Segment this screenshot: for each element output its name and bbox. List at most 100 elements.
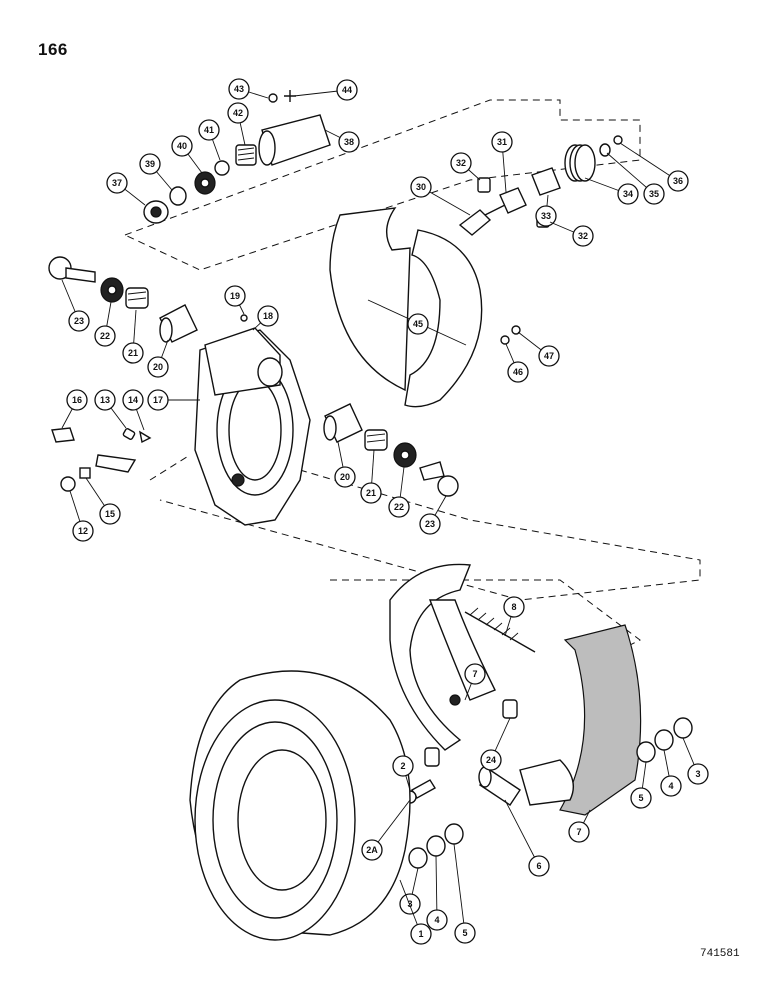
callout-34: 34	[617, 183, 639, 205]
callout-bubble	[660, 775, 682, 797]
callout-16: 16	[66, 389, 88, 411]
callout-32: 32	[572, 225, 594, 247]
callout-bubble	[503, 596, 525, 618]
block-32-upper	[477, 177, 491, 193]
callout-leader	[619, 142, 679, 182]
callout-13: 13	[94, 389, 116, 411]
callout-7: 7	[464, 663, 486, 685]
dust-shield-45	[329, 207, 483, 408]
callout-label: 47	[544, 351, 554, 361]
callout-label: 31	[497, 137, 507, 147]
callout-8: 8	[503, 596, 525, 618]
callout-2: 2	[392, 755, 414, 777]
washer-3-left	[408, 847, 428, 869]
spring-42	[235, 144, 257, 166]
callout-label: 41	[204, 125, 214, 135]
callout-bubble	[464, 663, 486, 685]
callout-label: 21	[128, 348, 138, 358]
ring-39	[169, 186, 187, 206]
callout-bubble	[480, 749, 502, 771]
callout-label: 36	[673, 176, 683, 186]
ball-43	[268, 93, 278, 103]
callout-label: 20	[153, 362, 163, 372]
callout-30: 30	[410, 176, 432, 198]
callout-44: 44	[336, 79, 358, 101]
callout-bubble	[507, 361, 529, 383]
callout-45: 45	[407, 313, 429, 335]
page-number: 166	[38, 40, 68, 59]
adjuster-23-upper	[48, 256, 96, 283]
callout-bubble	[454, 922, 476, 944]
callout-23: 23	[68, 310, 90, 332]
callout-bubble	[68, 310, 90, 332]
callout-label: 43	[234, 84, 244, 94]
callout-label: 46	[513, 367, 523, 377]
callout-label: 4	[434, 915, 439, 925]
callout-21: 21	[360, 482, 382, 504]
callout-bubble	[228, 78, 250, 100]
brake-drum-1	[189, 670, 411, 941]
callout-22: 22	[388, 496, 410, 518]
callout-label: 15	[105, 509, 115, 519]
clip-16-a	[51, 427, 75, 443]
spring-21-lower	[364, 429, 388, 451]
callout-label: 23	[74, 316, 84, 326]
callout-bubble	[122, 389, 144, 411]
callout-22: 22	[94, 325, 116, 347]
guide-33	[531, 167, 561, 196]
callout-bubble	[667, 170, 689, 192]
callout-7: 7	[568, 821, 590, 843]
cone-14	[139, 430, 152, 444]
washer-4-right	[654, 729, 674, 751]
callout-label: 35	[649, 189, 659, 199]
callout-3: 3	[399, 893, 421, 915]
callout-label: 34	[623, 189, 633, 199]
callout-label: 4	[668, 781, 673, 791]
callout-14: 14	[122, 389, 144, 411]
washer-5-right	[636, 741, 656, 763]
seal-22-lower	[393, 442, 417, 468]
callout-bubble	[147, 356, 169, 378]
callout-label: 33	[541, 211, 551, 221]
callout-bubble	[334, 466, 356, 488]
bushing-24-a	[502, 699, 518, 719]
callout-12: 12	[72, 520, 94, 542]
callout-label: 24	[486, 755, 496, 765]
callout-bubble	[338, 131, 360, 153]
callout-bubble	[336, 79, 358, 101]
brake-shoe-left-7	[389, 563, 496, 751]
callout-5: 5	[630, 787, 652, 809]
callout-bubble	[450, 152, 472, 174]
callout-label: 18	[263, 311, 273, 321]
callout-bubble	[122, 342, 144, 364]
callout-label: 2	[400, 761, 405, 771]
callout-bubble	[407, 313, 429, 335]
callout-label: 42	[233, 108, 243, 118]
adjuster-23-lower	[419, 461, 459, 497]
upper-group-outline	[123, 99, 641, 271]
callout-label: 32	[456, 158, 466, 168]
callout-5: 5	[454, 922, 476, 944]
callout-bubble	[139, 153, 161, 175]
callout-bubble	[491, 131, 513, 153]
spring-21-upper	[125, 287, 149, 309]
spring-8	[464, 607, 536, 653]
bracket-31	[499, 187, 527, 214]
callout-label: 22	[100, 331, 110, 341]
callout-label: 32	[578, 231, 588, 241]
callout-label: 44	[342, 85, 352, 95]
clip-16-b	[95, 454, 137, 473]
callout-bubble	[106, 172, 128, 194]
callout-label: 16	[72, 395, 82, 405]
callout-17: 17	[147, 389, 169, 411]
callout-bubble	[630, 787, 652, 809]
callout-label: 3	[407, 899, 412, 909]
callout-bubble	[224, 285, 246, 307]
callout-leader	[504, 799, 540, 867]
plug-12	[60, 476, 76, 492]
callout-bubble	[528, 855, 550, 877]
callout-21: 21	[122, 342, 144, 364]
callout-label: 30	[416, 182, 426, 192]
callout-24: 24	[480, 749, 502, 771]
